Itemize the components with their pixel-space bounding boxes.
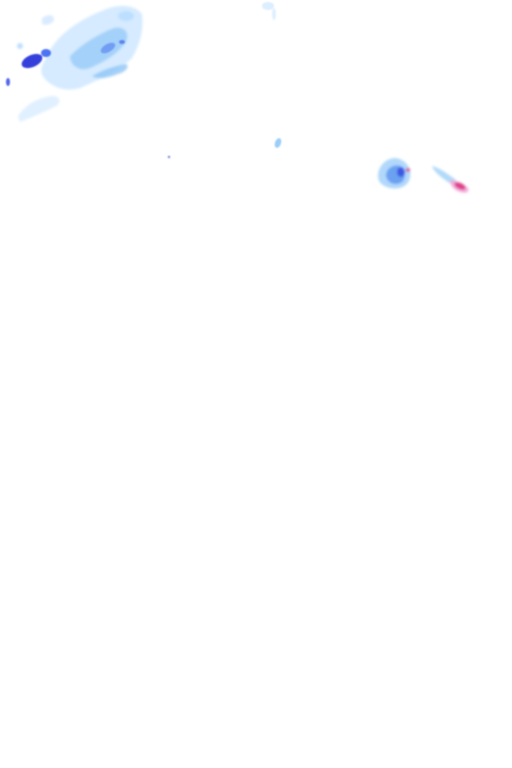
isolated-echo-mid (274, 138, 282, 148)
nw-band-light-patch-north (42, 15, 54, 25)
nw-heavy-core-mid (100, 42, 116, 54)
echo-isolated-light-echoes (167, 2, 282, 159)
nw-heavy-core-secondary (41, 49, 51, 57)
east-cell-heavy-core (397, 167, 405, 177)
nw-band-light-spot-east (118, 11, 134, 21)
nw-heavy-cores (6, 40, 125, 86)
echo-northwest-rain-band (17, 5, 143, 122)
nw-heavy-core-edge (6, 78, 10, 86)
nw-band-light-fringe (18, 96, 60, 122)
echo-east-mixed-precip-streak (432, 166, 469, 193)
isolated-echo-speck (167, 155, 171, 159)
isolated-echo-top (262, 2, 274, 10)
nw-band-light-spot-west (17, 43, 23, 49)
mixed-streak-heavy-core (454, 182, 466, 190)
nw-band-moderate-core (70, 27, 128, 70)
nw-band-moderate-streak (92, 64, 128, 79)
east-cell-mixed-spot (406, 168, 410, 172)
echo-east-central-rain-cell (378, 158, 411, 189)
nw-heavy-speck (119, 40, 125, 44)
isolated-echo-top-streak (272, 8, 276, 20)
mixed-streak-light-tail (432, 166, 457, 185)
nw-heavy-core-main (21, 53, 43, 69)
